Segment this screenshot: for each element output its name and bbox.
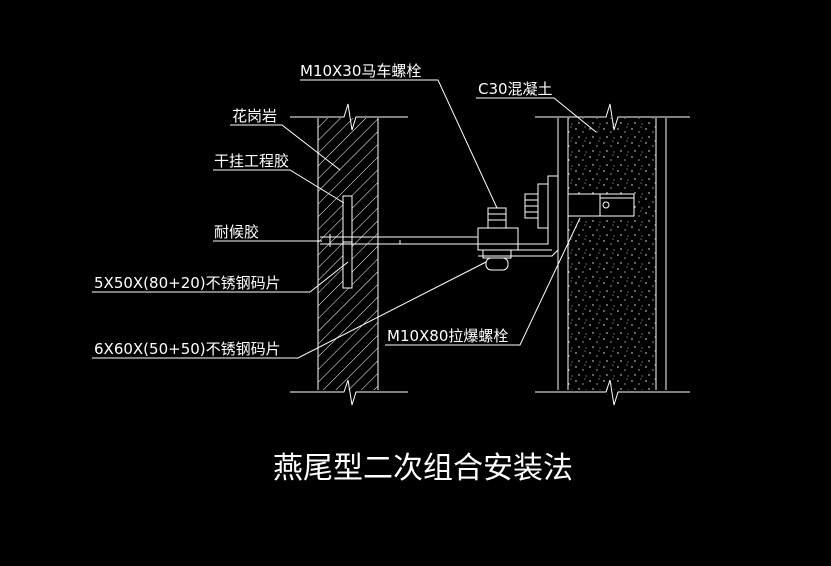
angle-bracket <box>478 175 559 257</box>
label-plate-5x50: 5X50X(80+20)不锈钢码片 <box>94 274 281 292</box>
drawing-title: 燕尾型二次组合安装法 <box>273 451 573 486</box>
concrete-wall <box>535 103 690 406</box>
label-bolt-m10x30: M10X30马车螺栓 <box>300 62 421 80</box>
label-plate-6x60: 6X60X(50+50)不锈钢码片 <box>94 340 281 358</box>
label-concrete: C30混凝土 <box>478 80 553 98</box>
leader-lines <box>92 79 597 359</box>
label-weather-seal: 耐候胶 <box>214 223 259 241</box>
carriage-bolt <box>482 207 512 271</box>
label-anchor-m10x80: M10X80拉爆螺栓 <box>387 327 508 345</box>
label-granite: 花岗岩 <box>232 107 277 125</box>
stainless-plate-slot <box>342 195 353 289</box>
annotation-labels: M10X30马车螺栓 C30混凝土 花岗岩 干挂工程胶 耐候胶 5X50X(80… <box>94 62 553 358</box>
expansion-anchor-bolt <box>524 183 635 229</box>
label-dry-adhesive: 干挂工程胶 <box>214 152 289 170</box>
